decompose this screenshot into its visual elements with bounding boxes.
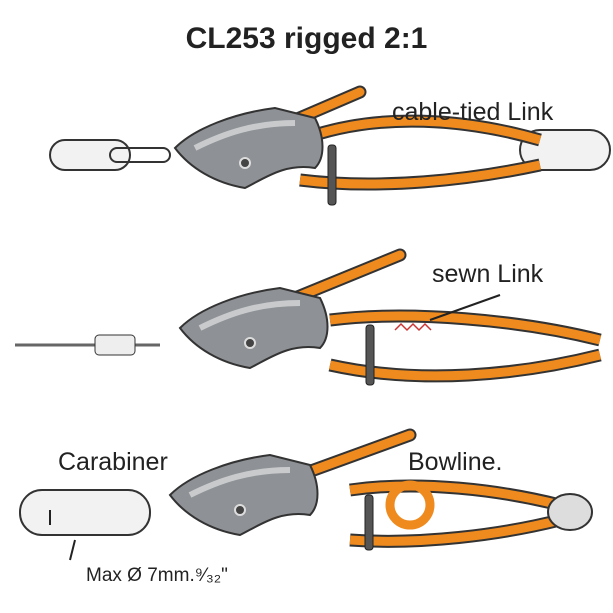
diameter-arrows	[49, 510, 76, 561]
carabiner	[19, 489, 151, 536]
cleat	[180, 288, 328, 368]
label-sewn-link: sewn Link	[432, 260, 544, 288]
label-bowline: Bowline.	[408, 448, 503, 476]
cable-tie	[327, 144, 337, 206]
cleat	[170, 455, 318, 535]
needle-icon	[429, 294, 501, 321]
row-cable-tied	[49, 85, 611, 206]
row-carabiner	[19, 428, 593, 561]
block-sheave	[547, 493, 593, 531]
swage-fitting	[94, 334, 136, 356]
cleat	[175, 108, 323, 188]
label-cable-tied-link: cable-tied Link	[392, 98, 554, 126]
row-sewn	[15, 248, 602, 386]
page-title: CL253 rigged 2:1	[185, 22, 428, 55]
rope-loop	[329, 311, 602, 381]
label-max-diameter: Max Ø 7mm.⁹⁄₃₂"	[86, 565, 228, 586]
rope-loop	[349, 481, 562, 546]
chain-links	[49, 129, 611, 171]
stitching	[394, 322, 432, 332]
label-carabiner: Carabiner	[58, 448, 168, 476]
bowline-knot	[385, 480, 435, 530]
